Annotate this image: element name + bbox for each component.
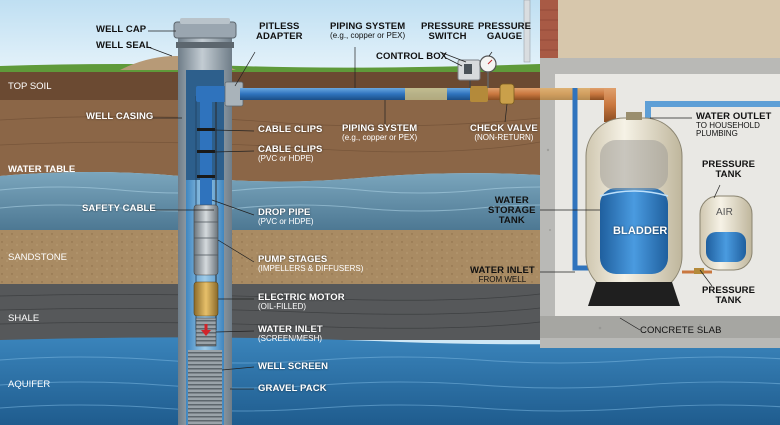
layer-label-shale: SHALE (8, 313, 40, 324)
label-well-seal: WELL SEAL (96, 40, 152, 51)
label-pump-stages: PUMP STAGES(IMPELLERS & DIFFUSERS) (258, 254, 364, 273)
label-concrete-slab: CONCRETE SLAB (640, 325, 722, 336)
label-cable-clips-2: CABLE CLIPS(PVC or HDPE) (258, 144, 323, 163)
label-check-valve: CHECK VALVE(NON-RETURN) (470, 123, 538, 142)
label-control-box: CONTROL BOX (376, 51, 448, 62)
layer-label-aquifer: AQUIFER (8, 379, 51, 390)
label-electric-motor: ELECTRIC MOTOR(OIL-FILLED) (258, 292, 345, 311)
label-water-inlet-pump: WATER INLET(SCREEN/MESH) (258, 324, 323, 343)
layer-label-water-table: WATER TABLE (8, 164, 76, 175)
label-cable-clips-1: CABLE CLIPS (258, 124, 323, 135)
layer-label-top-soil: TOP SOIL (8, 81, 52, 92)
label-gravel-pack: GRAVEL PACK (258, 383, 327, 394)
label-well-casing: WELL CASING (86, 111, 154, 122)
label-well-screen: WELL SCREEN (258, 361, 329, 372)
label-piping-system-top: PIPING SYSTEM(e.g., copper or PEX) (330, 21, 406, 40)
label-air: AIR (716, 207, 733, 218)
label-drop-pipe: DROP PIPE(PVC or HDPE) (258, 207, 314, 226)
label-well-cap: WELL CAP (96, 24, 147, 35)
label-bladder: BLADDER (613, 225, 668, 237)
label-safety-cable: SAFETY CABLE (82, 203, 156, 214)
label-piping-system-mid: PIPING SYSTEM(e.g., copper or PEX) (342, 123, 418, 142)
layer-label-sandstone: SANDSTONE (8, 252, 67, 263)
